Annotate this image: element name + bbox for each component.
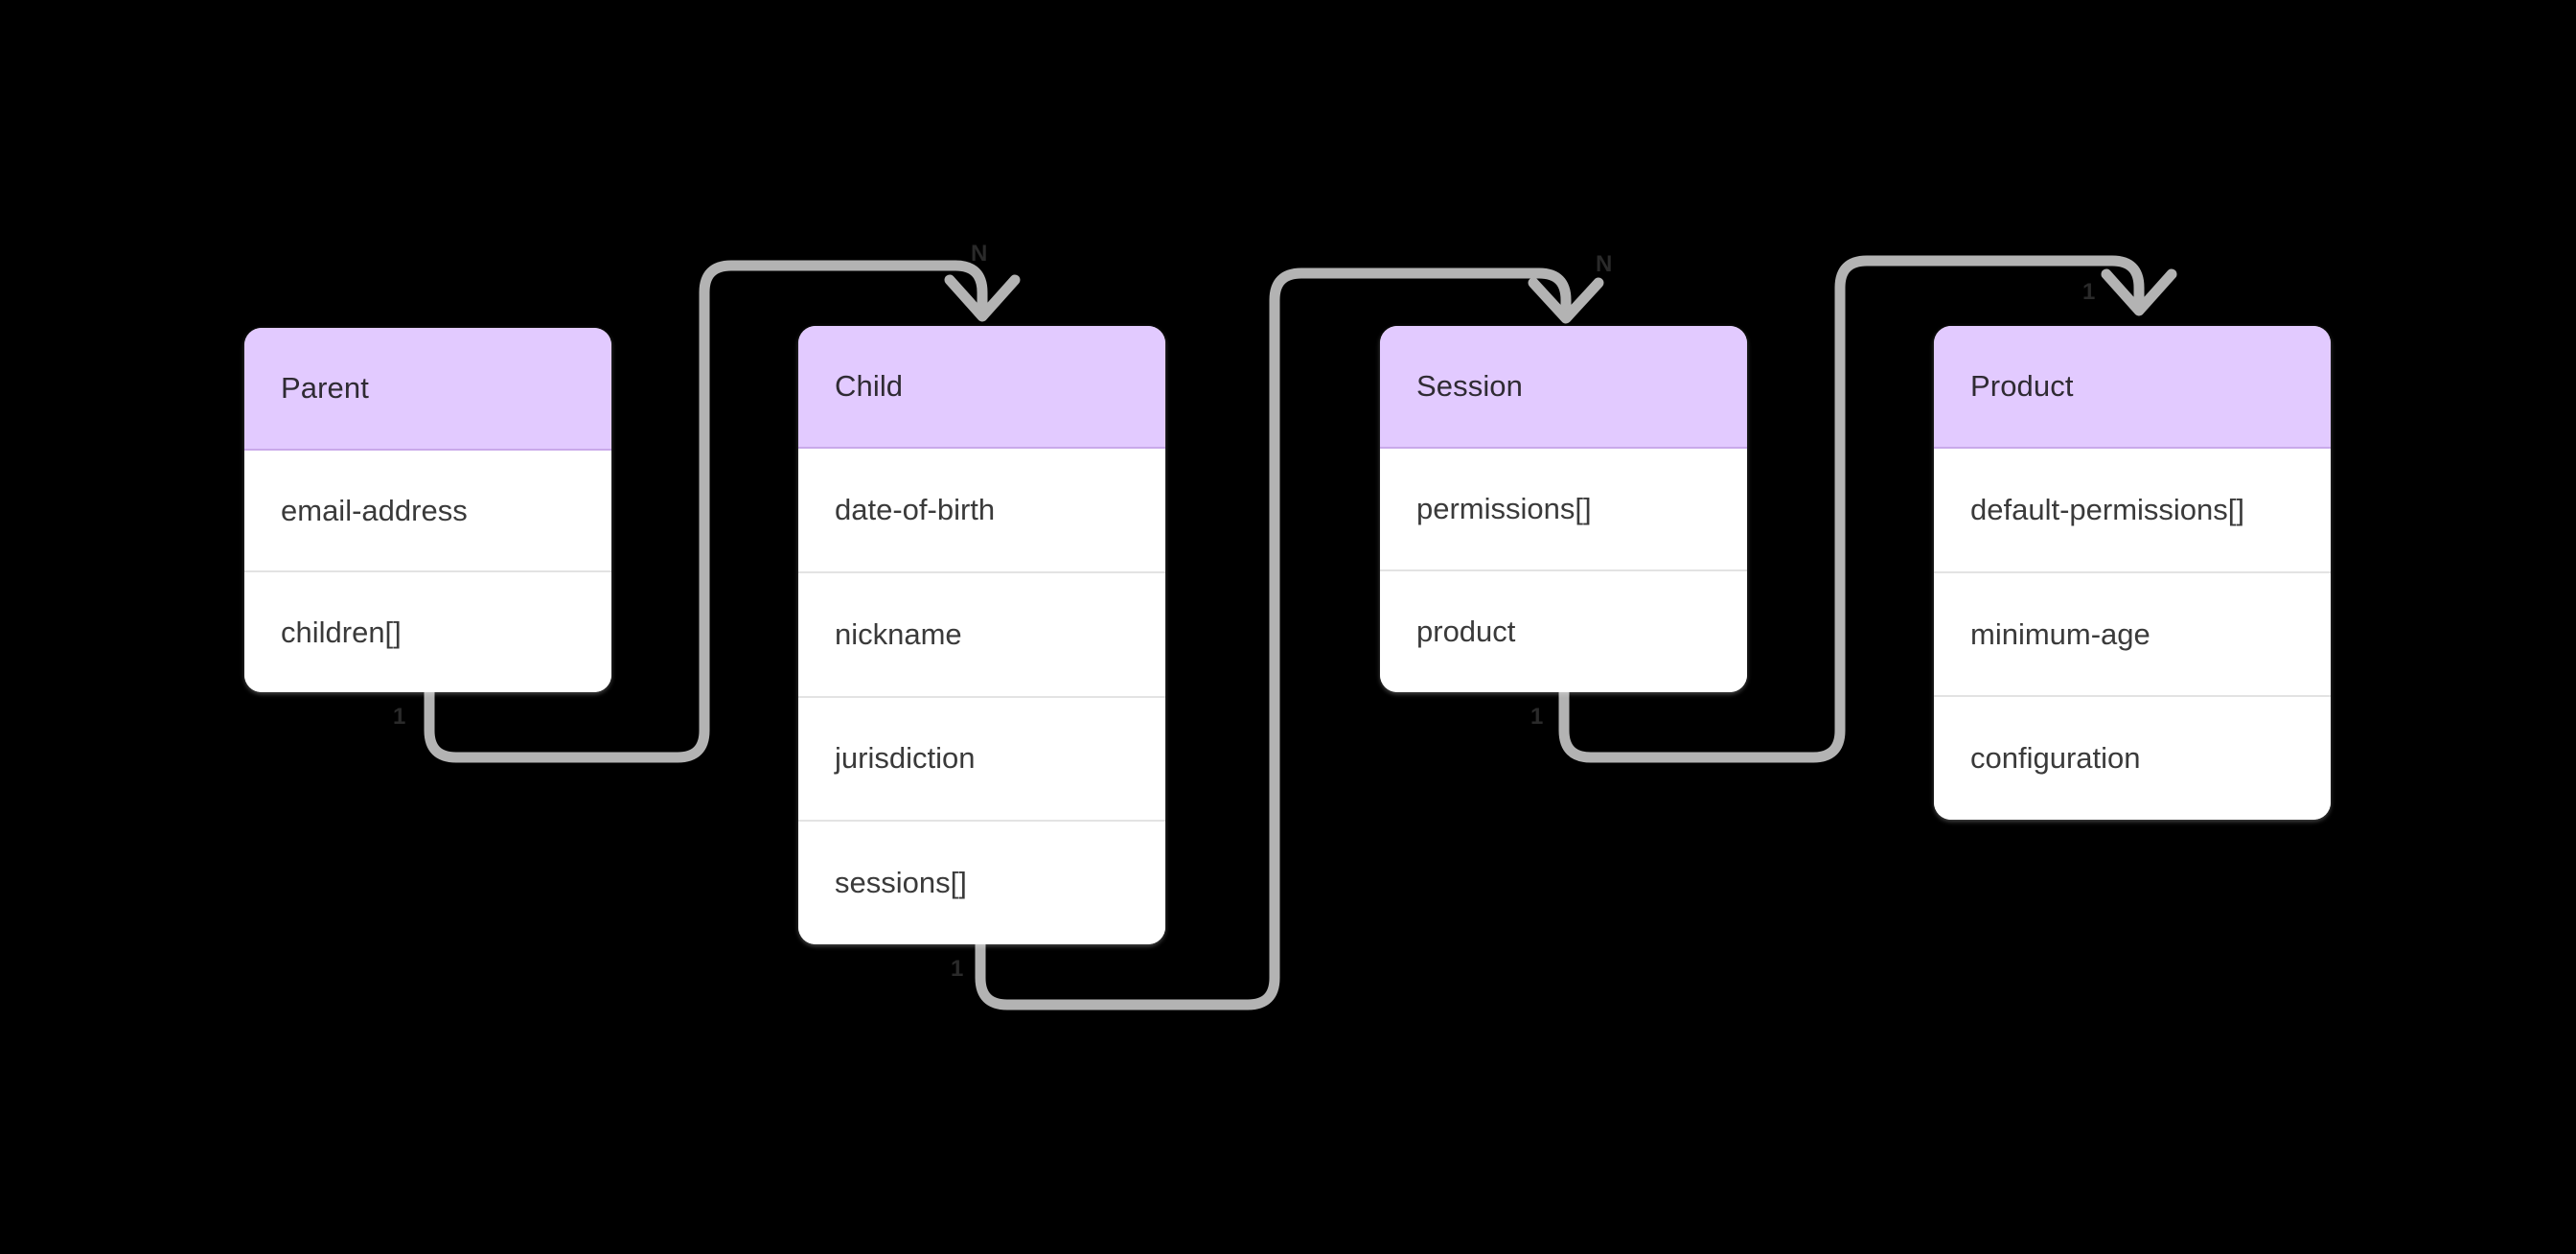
entity-title-parent: Parent [281, 371, 369, 405]
entity-field-row[interactable]: email-address [281, 493, 468, 527]
entity-title-child: Child [835, 369, 904, 403]
entity-header-product: Product [1934, 326, 2331, 449]
cardinality-label-parent-to-child-source: 1 [393, 704, 406, 730]
cardinality-label-session-to-product-source: 1 [1530, 704, 1544, 730]
entity-card-product[interactable]: Product default-permissions[] minimum-ag… [1934, 326, 2331, 820]
entity-header-session: Session [1380, 326, 1747, 449]
entity-field-row[interactable]: configuration [1934, 695, 2331, 820]
entity-header-parent: Parent [244, 328, 611, 451]
entity-header-child: Child [798, 326, 1165, 449]
entity-field-row[interactable]: jurisdiction [798, 695, 1165, 821]
entity-field-row[interactable]: children[] [244, 570, 611, 692]
entity-fields-session: permissions[] product [1380, 449, 1747, 692]
cardinality-label-parent-to-child-target: N [971, 241, 988, 267]
entity-fields-parent: email-address children[] [244, 451, 611, 692]
cardinality-label-session-to-product-target: 1 [2082, 279, 2096, 305]
entity-fields-child: date-of-birth nickname jurisdiction sess… [798, 449, 1165, 944]
entity-card-child[interactable]: Child date-of-birth nickname jurisdictio… [798, 326, 1165, 944]
entity-fields-product: default-permissions[] minimum-age config… [1934, 449, 2331, 820]
entity-field-row[interactable]: permissions[] [1416, 492, 1592, 525]
entity-field-row[interactable]: minimum-age [1934, 570, 2331, 696]
entity-card-parent[interactable]: Parent email-address children[] [244, 328, 611, 692]
cardinality-label-child-to-session-source: 1 [951, 956, 964, 982]
entity-card-session[interactable]: Session permissions[] product [1380, 326, 1747, 692]
entity-field-row[interactable]: product [1380, 569, 1747, 692]
cardinality-label-child-to-session-target: N [1596, 251, 1613, 277]
entity-title-session: Session [1416, 369, 1523, 403]
entity-field-row[interactable]: default-permissions[] [1970, 492, 2245, 526]
entity-field-row[interactable]: sessions[] [798, 820, 1165, 944]
entity-title-product: Product [1970, 369, 2074, 403]
entity-field-row[interactable]: date-of-birth [835, 492, 996, 526]
entity-field-row[interactable]: nickname [798, 570, 1165, 696]
